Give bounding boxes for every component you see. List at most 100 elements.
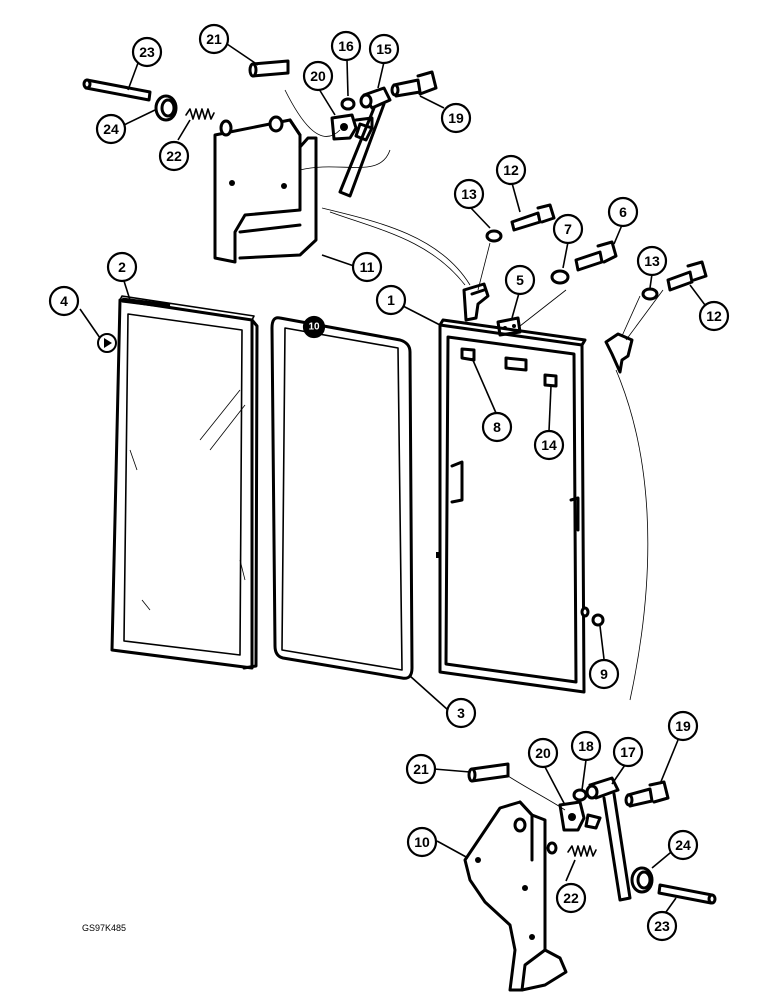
callout-22-upper: 22	[158, 140, 190, 172]
callout-10: 10	[406, 826, 438, 858]
callout-15: 15	[368, 33, 400, 65]
lever-lower	[584, 776, 632, 902]
bolt-12-upper	[510, 203, 556, 232]
callout-5: 5	[504, 264, 536, 296]
bearing-lower	[630, 866, 654, 894]
callout-3: 3	[445, 697, 477, 729]
callout-16: 16	[330, 30, 362, 62]
svg-text:3: 3	[457, 705, 465, 721]
svg-text:12: 12	[706, 308, 722, 324]
bolt-12-right	[666, 260, 708, 292]
svg-text:7: 7	[564, 221, 572, 237]
callout-13-right: 13	[636, 245, 668, 277]
washer-13-right	[641, 287, 659, 301]
svg-text:19: 19	[675, 718, 691, 734]
lever-upper	[338, 86, 392, 198]
hinge-5	[496, 316, 522, 337]
svg-text:4: 4	[60, 293, 68, 309]
upper-hinge-bracket	[213, 115, 318, 264]
callout-1: 1	[375, 284, 407, 316]
svg-text:22: 22	[166, 148, 182, 164]
svg-text:10: 10	[308, 322, 320, 333]
svg-text:1: 1	[387, 292, 395, 308]
clevis-lower	[558, 800, 586, 832]
svg-text:8: 8	[493, 419, 501, 435]
svg-text:24: 24	[675, 837, 691, 853]
pin-upper	[82, 78, 152, 102]
seal-mark-label: 10	[302, 315, 326, 339]
leader-lines	[79, 43, 706, 913]
callout-18: 18	[570, 730, 602, 762]
roll-pin-upper	[248, 59, 290, 78]
svg-text:13: 13	[461, 186, 477, 202]
svg-text:12: 12	[503, 162, 519, 178]
spring-lower	[567, 845, 597, 857]
roll-pin-lower	[467, 762, 510, 783]
callout-9: 9	[588, 658, 620, 690]
svg-text:14: 14	[541, 437, 557, 453]
svg-text:21: 21	[413, 761, 429, 777]
latch-right	[604, 332, 634, 374]
drawing-code: GS97K485	[82, 923, 126, 933]
pin-lower	[657, 883, 717, 905]
svg-text:19: 19	[448, 110, 464, 126]
svg-text:24: 24	[103, 121, 119, 137]
bolt-6	[574, 240, 618, 272]
callout-6: 6	[607, 196, 639, 228]
latch-bracket-upper	[462, 282, 490, 322]
callout-17: 17	[612, 736, 644, 768]
svg-text:9: 9	[600, 666, 608, 682]
washer-7	[550, 269, 570, 285]
bearing-upper	[154, 94, 178, 122]
bushing-upper	[340, 97, 356, 111]
svg-text:20: 20	[310, 68, 326, 84]
svg-text:5: 5	[516, 272, 524, 288]
callout-8: 8	[481, 411, 513, 443]
svg-text:18: 18	[578, 738, 594, 754]
clevis-upper	[330, 113, 374, 141]
svg-text:11: 11	[360, 259, 375, 275]
callout-7: 7	[552, 213, 584, 245]
view-arrow-marker	[97, 333, 117, 353]
svg-text:23: 23	[139, 44, 155, 60]
callout-23-upper: 23	[131, 36, 163, 68]
svg-text:10: 10	[414, 834, 430, 850]
svg-text:2: 2	[118, 259, 126, 275]
callout-11: 11	[351, 251, 383, 283]
callout-14: 14	[533, 429, 565, 461]
svg-text:13: 13	[644, 253, 660, 269]
washer-13-upper	[485, 229, 503, 243]
callout-22-lower: 22	[555, 882, 587, 914]
svg-text:22: 22	[563, 890, 579, 906]
callout-19-lower: 19	[667, 710, 699, 742]
callout-12-right: 12	[698, 300, 730, 332]
callout-20-lower: 20	[527, 737, 559, 769]
callout-20-upper: 20	[302, 60, 334, 92]
callout-13-upper: 13	[453, 178, 485, 210]
callout-24-lower: 24	[667, 829, 699, 861]
svg-text:20: 20	[535, 745, 551, 761]
spring-upper	[185, 108, 215, 120]
callout-4: 4	[48, 285, 80, 317]
svg-text:21: 21	[206, 31, 222, 47]
pivot-bolt-upper	[390, 70, 438, 98]
door-seal	[270, 316, 414, 680]
door-frame	[436, 318, 590, 694]
callout-23-lower: 23	[646, 910, 678, 942]
svg-text:23: 23	[654, 918, 670, 934]
callout-21-lower: 21	[405, 753, 437, 785]
callout-12-upper: 12	[495, 154, 527, 186]
callout-19-upper: 19	[440, 102, 472, 134]
bushing-lower	[572, 788, 588, 802]
callout-2: 2	[106, 251, 138, 283]
svg-text:17: 17	[620, 744, 636, 760]
pivot-bolt-lower	[624, 780, 670, 808]
callout-24-upper: 24	[95, 113, 127, 145]
glass-panel	[110, 295, 259, 670]
lower-hinge-bracket	[463, 800, 568, 992]
svg-text:6: 6	[619, 204, 627, 220]
svg-text:15: 15	[376, 41, 392, 57]
nut-9	[591, 613, 605, 627]
